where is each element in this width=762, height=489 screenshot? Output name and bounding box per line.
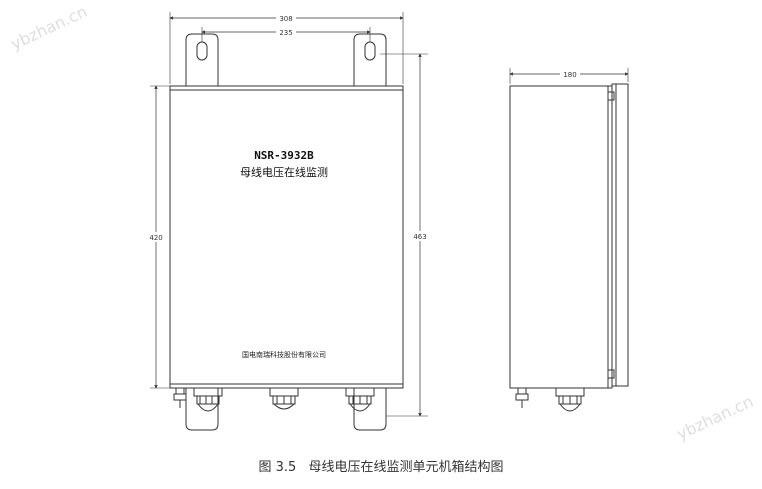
model-number: NSR-3932B <box>254 149 314 162</box>
figure-title: 母线电压在线监测单元机箱结构图 <box>308 460 504 475</box>
side-cable-gland <box>555 387 585 412</box>
figure-number: 图 3.5 <box>258 460 297 475</box>
figure-caption: 图 3.5 母线电压在线监测单元机箱结构图 <box>0 456 762 475</box>
top-left-slot <box>196 41 208 61</box>
company-name: 国电南瑞科技股份有限公司 <box>242 350 326 359</box>
cable-gland-3 <box>345 387 375 412</box>
dim-label-total-height: 463 <box>413 233 426 241</box>
dim-label-body-height: 420 <box>149 234 162 242</box>
side-hinge-bottom <box>607 369 615 379</box>
dim-label-hole-spacing: 235 <box>279 29 292 37</box>
side-body <box>509 85 613 389</box>
watermark-bottom-right: ybzhan.cn <box>674 392 756 444</box>
cable-gland-1 <box>193 387 223 412</box>
side-door-flange <box>611 83 629 387</box>
product-name: 母线电压在线监测 <box>240 165 328 179</box>
top-right-slot <box>364 41 376 61</box>
ground-stud-side <box>515 387 529 408</box>
dim-label-total-width: 308 <box>279 15 292 23</box>
cable-gland-2 <box>269 387 299 410</box>
ground-stud-front <box>173 387 187 408</box>
side-view <box>509 68 629 412</box>
bottom-right-mounting-tab <box>353 388 387 431</box>
dim-label-depth: 180 <box>563 71 576 79</box>
front-view <box>150 12 428 431</box>
side-hinge-top <box>607 91 615 101</box>
front-body <box>169 85 404 389</box>
watermark-top-left: ybzhan.cn <box>8 2 90 54</box>
bottom-left-mounting-tab <box>185 388 219 431</box>
